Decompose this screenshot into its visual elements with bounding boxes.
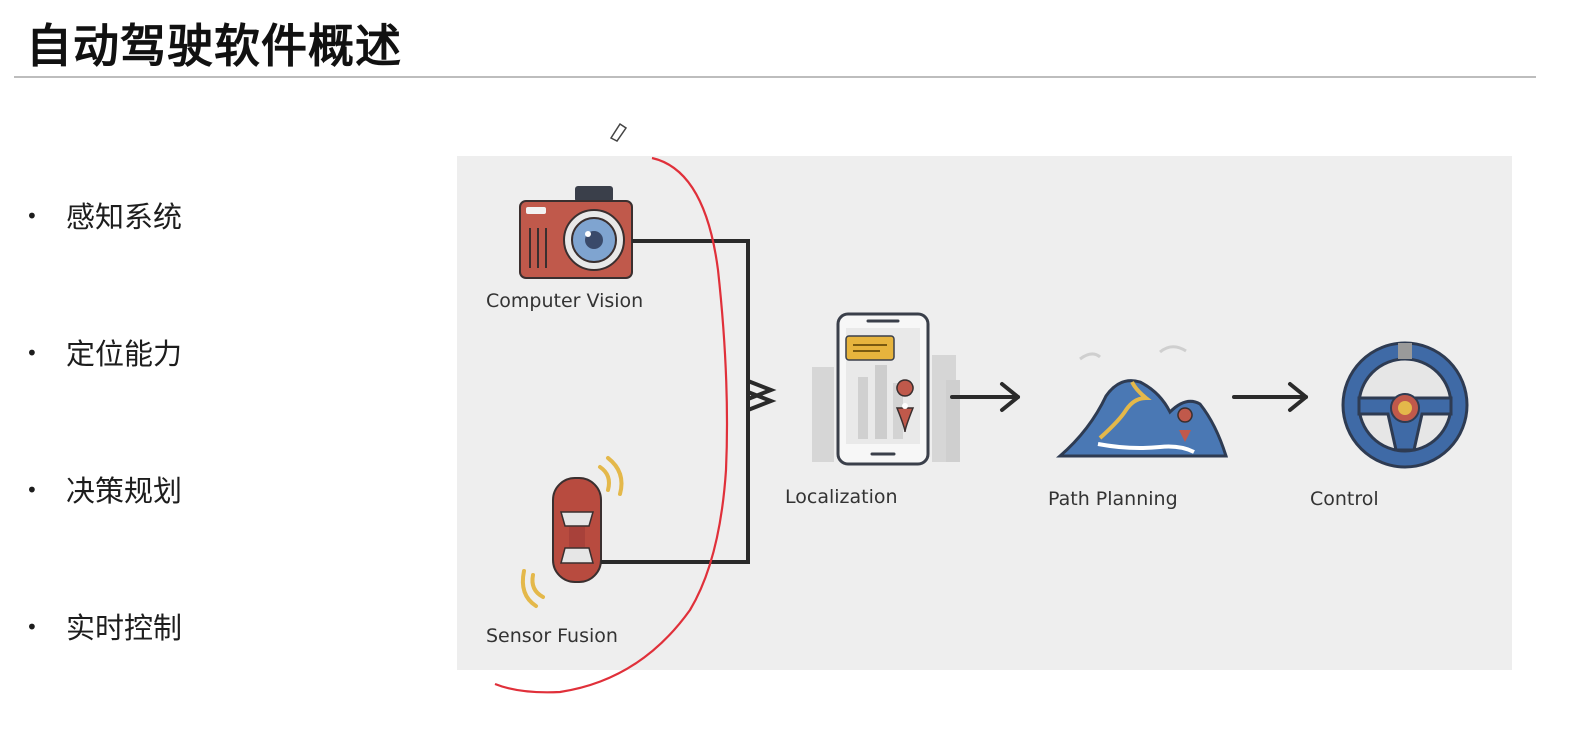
arrow-icon (1232, 382, 1308, 412)
localization-label: Localization (785, 486, 898, 508)
camera-icon (519, 186, 633, 279)
bullet-label: 感知系统 (66, 200, 183, 234)
page-title: 自动驾驶软件概述 (26, 19, 402, 73)
control-label: Control (1310, 488, 1379, 510)
sensor-fusion-label: Sensor Fusion (486, 625, 618, 647)
localization-icon (812, 312, 960, 466)
annotation-curve (494, 156, 729, 694)
bullet-dot-icon: • (26, 204, 38, 228)
bullet-dot-icon: • (26, 341, 38, 365)
bullet-item: • 实时控制 (22, 605, 282, 647)
bullet-dot-icon: • (26, 615, 38, 639)
bullet-item: • 决策规划 (22, 468, 282, 510)
bullet-item: • 感知系统 (22, 194, 282, 236)
merge-connector (601, 239, 777, 564)
bullet-dot-icon: • (26, 478, 38, 502)
pen-cursor-icon (609, 122, 628, 142)
bullet-label: 实时控制 (66, 611, 183, 645)
car-icon (552, 477, 602, 583)
bullet-label: 定位能力 (66, 337, 183, 371)
signal-waves-icon (520, 456, 624, 608)
computer-vision-label: Computer Vision (486, 290, 644, 312)
steering-wheel-icon (1341, 341, 1469, 469)
mountain-path-icon (1055, 345, 1229, 458)
path-planning-label: Path Planning (1048, 488, 1178, 510)
title-divider (14, 76, 1536, 78)
bullet-label: 决策规划 (66, 474, 183, 508)
arrow-icon (950, 382, 1020, 412)
bullet-item: • 定位能力 (22, 331, 282, 373)
